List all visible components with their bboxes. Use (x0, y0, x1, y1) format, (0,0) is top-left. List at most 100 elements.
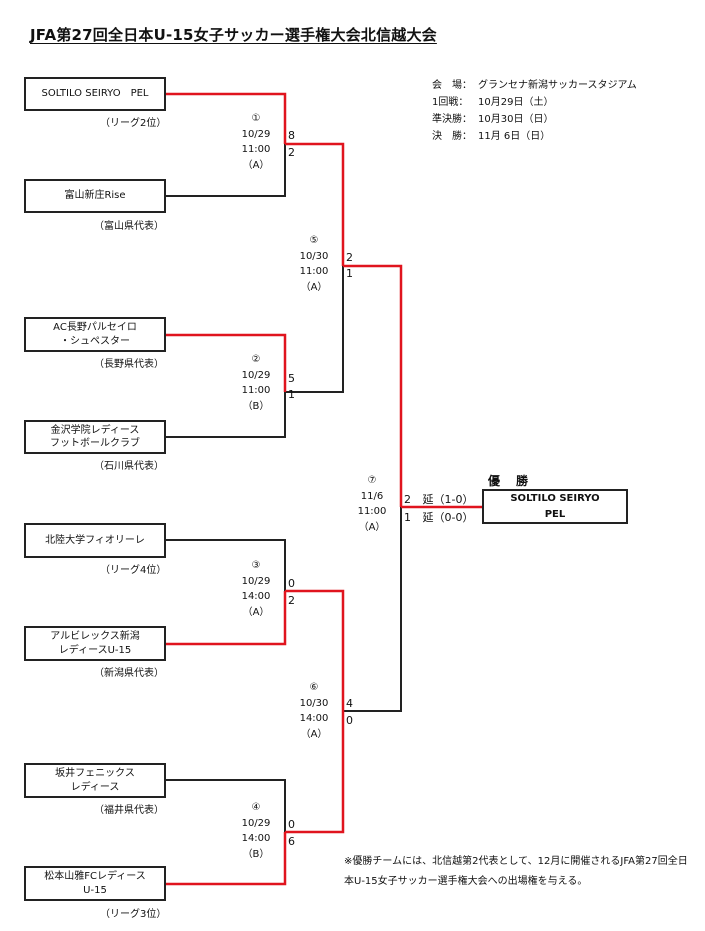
match-time: 11:00 (299, 266, 329, 277)
match-court: （A） (300, 281, 328, 293)
team-name: 坂井フェニックス (55, 768, 135, 779)
round1-info: 1回戦： 10月29日（土） (432, 98, 553, 108)
team-name: AC長野パルセイロ (53, 322, 137, 333)
match-date: 11/6 (360, 490, 384, 502)
team-note-2: （富山県代表） (94, 221, 164, 232)
final-label: 決 勝： (432, 131, 472, 142)
team-box-1[interactable]: SOLTILO SEIRYO PEL (24, 77, 166, 111)
score-m7-bottom: 1 延（0-0） (404, 509, 473, 525)
match-number: ① (251, 113, 261, 124)
match-info-2: ② 10/29 11:00 （B） (231, 352, 281, 414)
loser-lines (166, 144, 402, 832)
win-line-m1 (285, 142, 345, 266)
win-line-team3 (166, 333, 287, 392)
score-m4-bottom: 6 (288, 835, 295, 848)
win-line-m4 (285, 711, 345, 834)
match-court: （B） (242, 400, 270, 412)
match-court: （A） (242, 159, 270, 171)
line-m2-winner (285, 266, 344, 393)
match-time: 11:00 (357, 506, 387, 517)
final-info: 決 勝： 11月 6日（日） (432, 132, 550, 142)
team-name: 富山新庄Rise (64, 190, 126, 202)
team-box-7[interactable]: 坂井フェニックス レディース (24, 763, 166, 798)
score-m6-top: 4 (346, 697, 353, 710)
team-box-5[interactable]: 北陸大学フィオリーレ (24, 523, 166, 558)
match-number: ② (251, 354, 261, 365)
win-line-team6 (166, 591, 287, 646)
team-name-line2: レディースU-15 (58, 644, 132, 656)
champion-box[interactable]: SOLTILO SEIRYO PEL (482, 489, 628, 524)
semifinal-label: 準決勝： (432, 114, 472, 125)
team-note-8: （リーグ3位） (100, 909, 167, 920)
score-value: 1 (404, 511, 411, 524)
win-line-m5 (343, 264, 403, 507)
match-info-1: ① 10/29 11:00 （A） (231, 111, 281, 173)
venue-info: 会 場： グランセナ新潟サッカースタジアム (432, 81, 637, 91)
match-date: 10/29 (241, 817, 271, 829)
line-m6-winner (343, 507, 402, 712)
team-name-line2: U-15 (83, 884, 107, 896)
match-date: 10/30 (299, 697, 329, 709)
winner-lines (166, 92, 482, 886)
champion-label: 優 勝 (488, 474, 531, 488)
extra-time-score: 延（1-0） (422, 493, 474, 506)
match-court: （A） (242, 606, 270, 618)
team-box-8[interactable]: 松本山雅FCレディース U-15 (24, 866, 166, 901)
match-court: （A） (300, 728, 328, 740)
team-box-2[interactable]: 富山新庄Rise (24, 179, 166, 213)
match-time: 11:00 (241, 144, 271, 155)
team-name: 金沢学院レディース (50, 424, 140, 436)
match-time: 14:00 (299, 713, 329, 724)
match-number: ⑦ (367, 475, 377, 486)
score-m7-top: 2 延（1-0） (404, 491, 473, 507)
score-m2-top: 5 (288, 372, 295, 385)
match-time: 14:00 (241, 591, 271, 602)
score-m3-bottom: 2 (288, 594, 295, 607)
team-box-6[interactable]: アルビレックス新潟 レディースU-15 (24, 626, 166, 661)
team-note-5: （リーグ4位） (100, 565, 167, 576)
match-number: ④ (251, 802, 261, 813)
team-name: SOLTILO SEIRYO PEL (41, 88, 149, 100)
score-m1-bottom: 2 (288, 146, 295, 159)
match-date: 10/29 (241, 369, 271, 381)
final-date: 11月 6日（日） (478, 131, 551, 142)
win-line-team1 (166, 92, 287, 144)
match-time: 14:00 (241, 833, 271, 844)
match-time: 11:00 (241, 385, 271, 396)
score-m5-top: 2 (346, 251, 353, 264)
team-name-line2: フットボールクラブ (50, 438, 140, 449)
venue-value: グランセナ新潟サッカースタジアム (478, 80, 637, 91)
match-court: （A） (358, 521, 386, 533)
team-note-7: （福井県代表） (94, 805, 164, 816)
round1-date: 10月29日（土） (478, 97, 554, 108)
team-name-line2: レディース (70, 781, 120, 793)
line-team2 (166, 144, 286, 197)
team-name: アルビレックス新潟 (50, 631, 140, 642)
team-box-4[interactable]: 金沢学院レディース フットボールクラブ (24, 420, 166, 454)
line-team3 (166, 392, 286, 438)
semifinal-info: 準決勝： 10月30日（日） (432, 115, 553, 125)
line-team7 (166, 779, 286, 832)
champion-name: SOLTILO SEIRYO (510, 492, 600, 504)
win-line-m3 (285, 589, 345, 711)
team-box-3[interactable]: AC長野パルセイロ ・シュペスター (24, 317, 166, 352)
venue-label: 会 場： (432, 80, 472, 91)
match-info-7: ⑦ 11/6 11:00 （A） (347, 473, 397, 535)
team-note-1: （リーグ2位） (100, 118, 167, 129)
score-m5-bottom: 1 (346, 267, 353, 280)
team-note-4: （石川県代表） (94, 461, 164, 472)
score-m6-bottom: 0 (346, 714, 353, 727)
score-m3-top: 0 (288, 577, 295, 590)
team-note-3: （長野県代表） (94, 359, 164, 370)
match-date: 10/30 (299, 250, 329, 262)
team-name: 松本山雅FCレディース (44, 871, 146, 882)
match-date: 10/29 (241, 575, 271, 587)
match-number: ⑤ (309, 235, 319, 246)
team-note-6: （新潟県代表） (94, 668, 164, 679)
match-date: 10/29 (241, 128, 271, 140)
match-number: ⑥ (309, 682, 319, 693)
semifinal-date: 10月30日（日） (478, 114, 554, 125)
footnote: ※優勝チームには、北信越第2代表として、12月に開催されるJFA第27回全日本U… (344, 856, 688, 887)
round1-label: 1回戦： (432, 97, 469, 108)
